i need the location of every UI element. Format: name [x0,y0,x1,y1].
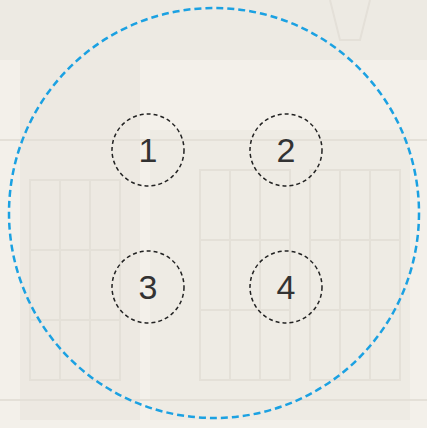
region-outline [9,8,419,418]
numbered-circle: 3 [111,250,185,324]
callout-number: 1 [139,133,158,167]
numbered-circle: 2 [249,113,323,187]
numbered-circle: 1 [111,113,185,187]
callout-number: 2 [277,133,296,167]
callout-number: 3 [139,270,158,304]
numbered-circle: 4 [249,250,323,324]
callout-number: 4 [277,270,296,304]
